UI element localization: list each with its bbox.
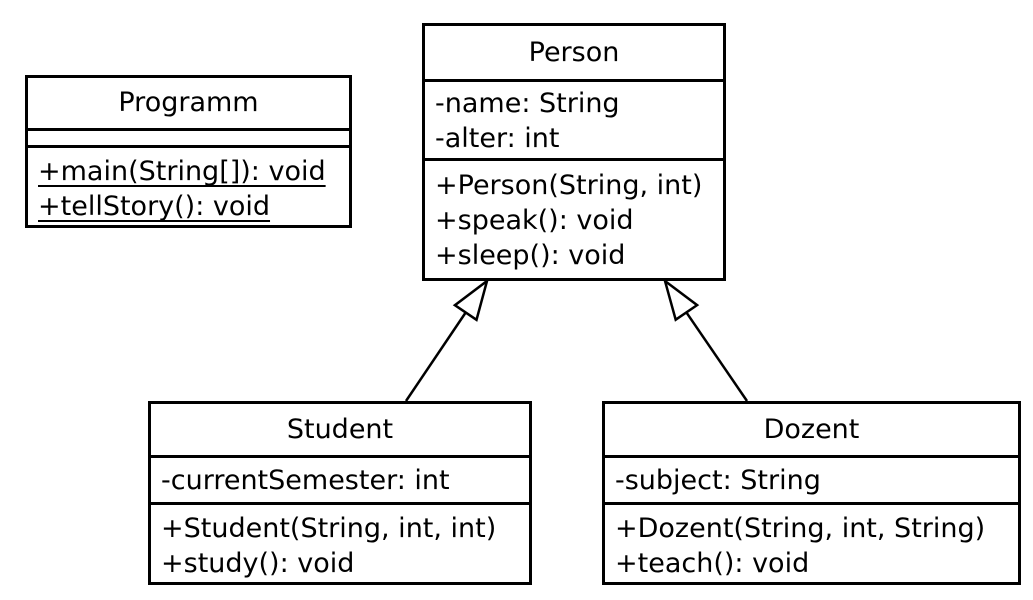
method-tellstory: +tellStory(): void bbox=[38, 191, 271, 223]
attributes-compartment-student: -currentSemester: int bbox=[151, 455, 529, 502]
class-box-student: Student -currentSemester: int +Student(S… bbox=[148, 401, 532, 585]
attributes-compartment-person: -name: String -alter: int bbox=[425, 78, 723, 158]
class-name-dozent: Dozent bbox=[763, 414, 860, 446]
class-name-programm: Programm bbox=[118, 87, 259, 119]
class-box-dozent: Dozent -subject: String +Dozent(String, … bbox=[602, 401, 1021, 585]
method-teach: +teach(): void bbox=[615, 547, 810, 579]
hollow-triangle-arrowhead bbox=[452, 277, 490, 322]
method-person-constructor: +Person(String, int) bbox=[435, 169, 703, 201]
inheritance-arrow-student-to-person bbox=[404, 277, 490, 402]
method-main: +main(String[]): void bbox=[38, 156, 326, 188]
methods-compartment-programm: +main(String[]): void +tellStory(): void bbox=[28, 145, 349, 225]
method-speak: +speak(): void bbox=[435, 204, 634, 236]
class-box-programm: Programm +main(String[]): void +tellStor… bbox=[25, 75, 352, 228]
class-name-person: Person bbox=[528, 36, 620, 68]
method-student-constructor: +Student(String, int, int) bbox=[161, 512, 497, 544]
method-study: +study(): void bbox=[161, 547, 355, 579]
class-name-student: Student bbox=[286, 414, 394, 446]
attribute-name: -name: String bbox=[435, 87, 620, 119]
methods-compartment-student: +Student(String, int, int) +study(): voi… bbox=[151, 501, 529, 582]
attribute-alter: -alter: int bbox=[435, 122, 560, 154]
inheritance-arrow-dozent-to-person bbox=[662, 277, 749, 402]
attributes-compartment-programm bbox=[28, 127, 349, 145]
attribute-currentsemester: -currentSemester: int bbox=[161, 465, 450, 497]
methods-compartment-person: +Person(String, int) +speak(): void +sle… bbox=[425, 157, 723, 278]
attributes-compartment-dozent: -subject: String bbox=[605, 455, 1018, 502]
method-dozent-constructor: +Dozent(String, int, String) bbox=[615, 512, 986, 544]
method-sleep: +sleep(): void bbox=[435, 239, 626, 271]
methods-compartment-dozent: +Dozent(String, int, String) +teach(): v… bbox=[605, 501, 1018, 582]
attribute-subject: -subject: String bbox=[615, 465, 821, 497]
hollow-triangle-arrowhead bbox=[662, 277, 700, 322]
class-box-person: Person -name: String -alter: int +Person… bbox=[422, 23, 726, 281]
